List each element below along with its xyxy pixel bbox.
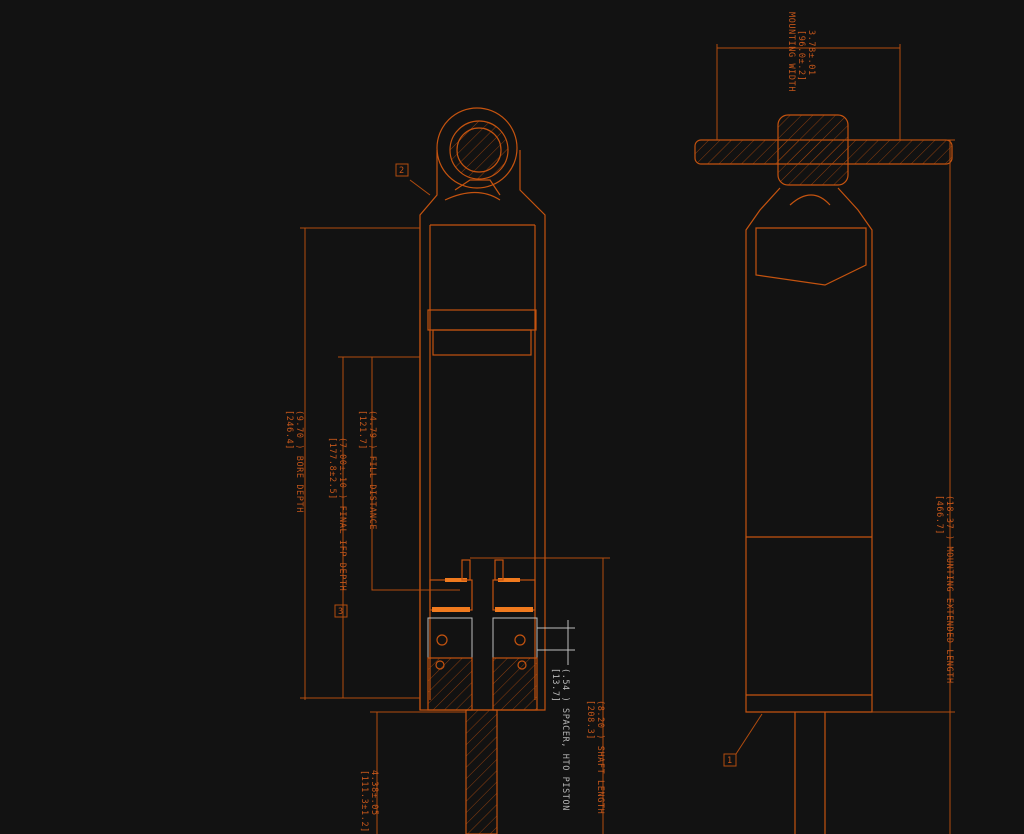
svg-text:(4.79 ) FILL DISTANCE: (4.79 ) FILL DISTANCE [367, 410, 377, 530]
svg-text:[13.7]: [13.7] [550, 668, 560, 702]
dim-spacer: (.54 ) SPACER, HTO PISTON [13.7] [550, 668, 570, 811]
shaft-exterior [794, 712, 826, 834]
svg-text:[121.7]: [121.7] [357, 410, 367, 450]
exterior-view [694, 114, 953, 834]
dim-mounting-width: 3.78±.01 [96.0±.2] MOUNTING WIDTH [786, 12, 816, 92]
right-dimension-lines [716, 44, 955, 834]
dim-shaft-length: (8.20 ) SHAFT LENGTH [208.3] [585, 700, 605, 814]
svg-text:[96.0±.2]: [96.0±.2] [796, 30, 806, 81]
svg-text:1: 1 [727, 756, 733, 766]
svg-text:[208.3]: [208.3] [585, 700, 595, 740]
svg-text:3.78±.01: 3.78±.01 [806, 30, 816, 76]
body-exterior [745, 187, 873, 713]
svg-text:(7.00±.10 ) FINAL IFP DEPTH: (7.00±.10 ) FINAL IFP DEPTH [337, 437, 347, 591]
dim-shaft-extension: 4.38±.05 [111.3±1.2] [359, 770, 379, 833]
dimension-lines [300, 179, 610, 834]
svg-text:[111.3±1.2]: [111.3±1.2] [359, 770, 369, 833]
svg-text:(9.70 ) BORE DEPTH: (9.70 ) BORE DEPTH [294, 410, 304, 513]
section-view [419, 107, 546, 834]
svg-text:MOUNTING WIDTH: MOUNTING WIDTH [786, 12, 796, 92]
svg-text:(8.20 ) SHAFT LENGTH: (8.20 ) SHAFT LENGTH [595, 700, 605, 814]
svg-text:[466.7]: [466.7] [934, 495, 944, 535]
svg-text:[246.4]: [246.4] [284, 410, 294, 450]
svg-text:(.54 ) SPACER, HTO PISTON: (.54 ) SPACER, HTO PISTON [560, 668, 570, 811]
svg-text:4.38±.05: 4.38±.05 [369, 770, 379, 816]
body-outline [419, 150, 546, 711]
floating-piston [427, 309, 537, 331]
eyelet-outer [436, 107, 518, 189]
dim-extended-length: (18.37 ) MOUNTING EXTENDED LENGTH [466.7… [934, 495, 954, 684]
svg-text:(18.37 ) MOUNTING EXTENDED L: (18.37 ) MOUNTING EXTENDED LENGTH [944, 495, 954, 684]
svg-text:3: 3 [338, 607, 344, 617]
shaft [465, 709, 498, 834]
dim-fill-distance: (4.79 ) FILL DISTANCE [121.7] [357, 410, 377, 530]
svg-text:2: 2 [399, 166, 405, 176]
callout-2: 2 [395, 163, 409, 177]
piston-assembly [427, 559, 538, 711]
eyelet-bushing [449, 120, 509, 180]
dim-bore-depth: (9.70 ) BORE DEPTH [246.4] [284, 410, 304, 513]
callout-1: 1 [723, 713, 763, 767]
callout-3: 3 [334, 604, 348, 618]
dim-final-ifp-depth: (7.00±.10 ) FINAL IFP DEPTH [177.8±2.5] [327, 437, 347, 591]
svg-text:[177.8±2.5]: [177.8±2.5] [327, 437, 337, 500]
